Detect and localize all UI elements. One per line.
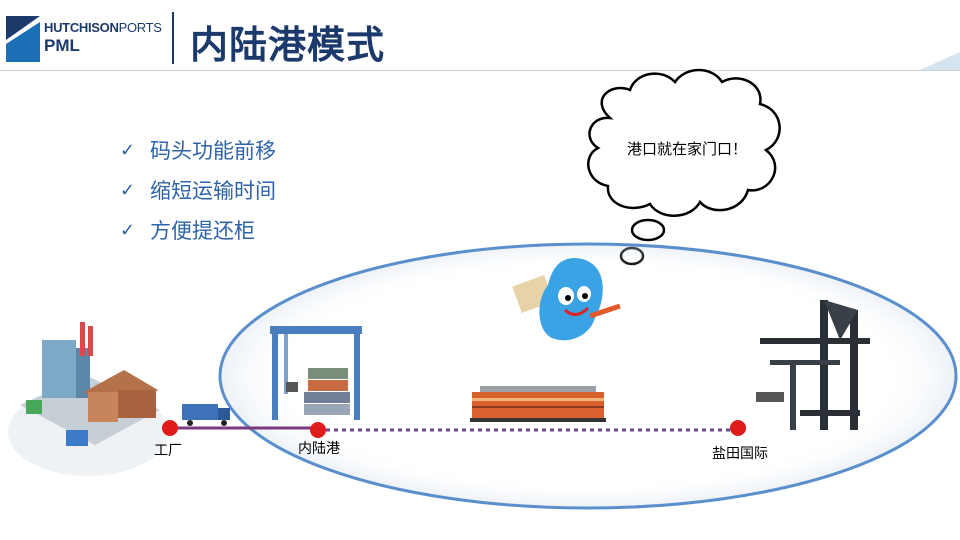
gantry-crane-icon	[270, 326, 362, 420]
inland-port-zone	[218, 242, 958, 510]
thought-bubble-text: 港口就在家门口！	[626, 140, 747, 158]
benefit-text: 码头功能前移	[150, 139, 276, 163]
header-rule	[0, 70, 960, 71]
benefit-text: 缩短运输时间	[150, 179, 276, 203]
benefit-text: 方便提还柜	[150, 219, 255, 243]
thought-bubble	[587, 68, 781, 266]
benefit-item: ✓ 方便提还柜	[120, 210, 276, 250]
logo-text-bottom: PML	[44, 36, 80, 55]
header: HUTCHISONPORTS PML 内陆港模式	[0, 0, 960, 72]
checkmark-icon: ✓	[120, 139, 136, 161]
logo-text-top: HUTCHISONPORTS	[44, 20, 162, 35]
node-label-yantian: 盐田国际	[712, 446, 768, 462]
mascot-icon	[512, 258, 621, 341]
train-icon	[470, 386, 606, 422]
route-node-inland-port	[310, 422, 326, 438]
route-node-factory	[162, 420, 178, 436]
route-node-yantian	[730, 420, 746, 436]
header-accent-icon	[920, 52, 960, 70]
logo-divider	[172, 12, 174, 64]
benefit-item: ✓ 缩短运输时间	[120, 170, 276, 210]
benefit-list: ✓ 码头功能前移 ✓ 缩短运输时间 ✓ 方便提还柜	[120, 130, 276, 250]
node-label-factory: 工厂	[154, 443, 182, 459]
factory-icon	[8, 322, 168, 476]
truck-icon	[182, 404, 230, 426]
container-stack-icon	[304, 368, 350, 415]
node-label-inland-port: 内陆港	[298, 441, 340, 457]
checkmark-icon: ✓	[120, 179, 136, 201]
company-logo: HUTCHISONPORTS PML	[6, 16, 176, 66]
logo-mark-icon	[6, 16, 40, 62]
benefit-item: ✓ 码头功能前移	[120, 130, 276, 170]
page-title: 内陆港模式	[190, 23, 386, 67]
checkmark-icon: ✓	[120, 219, 136, 241]
port-crane-icon	[756, 300, 870, 430]
